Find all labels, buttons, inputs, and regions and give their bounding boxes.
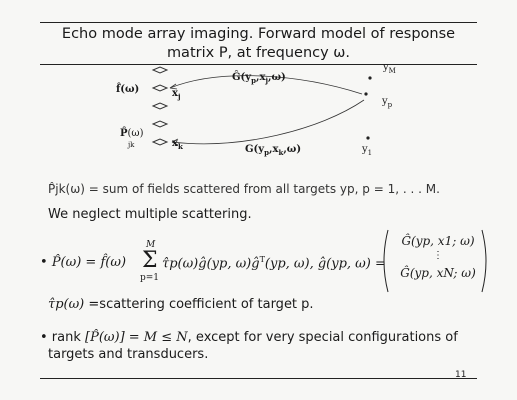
array-diagram (151, 66, 372, 146)
target-yM (368, 76, 372, 80)
transducer-diamonds (151, 66, 169, 146)
sum-top: M (146, 240, 156, 250)
xk-label: xk (172, 138, 183, 151)
G-top-label: Ĝ(yp,xj,ω) (232, 72, 286, 85)
title-underline (40, 64, 477, 65)
y1-label: y1 (362, 144, 373, 157)
tau-definition: τ̂p(ω) =scattering coefficient of target… (48, 297, 314, 312)
eq-lhs: P̂(ω) = f̂(ω) (51, 255, 127, 270)
xj-label: xj (172, 88, 181, 101)
scattered-curve (171, 99, 365, 145)
vector-top: Ĝ(yp, x1; ω) (401, 234, 475, 248)
title-line-1: Echo mode array imaging. Forward model o… (61, 26, 456, 42)
f-label: f̂(ω) (116, 84, 140, 95)
P-label: P̂(ω) (120, 128, 144, 139)
page-number: 11 (455, 370, 467, 380)
rank-line: • rank [P̂(ω)] = M ≤ N, except for very … (40, 330, 458, 345)
main-equation: • P̂(ω) = f̂(ω) (40, 255, 126, 270)
slide-title: Echo mode array imaging. Forward model o… (40, 25, 477, 63)
eq-bullet: • (40, 255, 48, 270)
rank-line-2: targets and transducers. (48, 347, 209, 362)
vector-dots: ⋮ (433, 250, 443, 261)
eq-rhs: τ̂p(ω)ĝ(yp, ω)ĝT(yp, ω), ĝ(yp, ω) = (162, 255, 386, 272)
incident-curve (169, 75, 363, 95)
sum-bottom: p=1 (140, 273, 160, 283)
title-line-2: matrix P, at frequency ω. (166, 45, 351, 61)
yp-label: yp (382, 96, 393, 109)
vector-bottom: Ĝ(yp, xN; ω) (400, 266, 476, 280)
top-rule (40, 22, 477, 23)
vector-brackets (383, 229, 487, 293)
yM-label: yM (383, 62, 396, 75)
target-y1 (366, 136, 370, 140)
target-yp (364, 92, 368, 96)
G-bottom-label: G(yp,xk,ω) (245, 144, 302, 157)
neglect-line: We neglect multiple scattering. (48, 207, 252, 222)
P-sub: jk (128, 141, 135, 149)
sum-sign: Σ (142, 248, 158, 273)
bottom-rule (40, 378, 477, 379)
sum-line: P̂jk(ω) = sum of fields scattered from a… (48, 182, 440, 196)
